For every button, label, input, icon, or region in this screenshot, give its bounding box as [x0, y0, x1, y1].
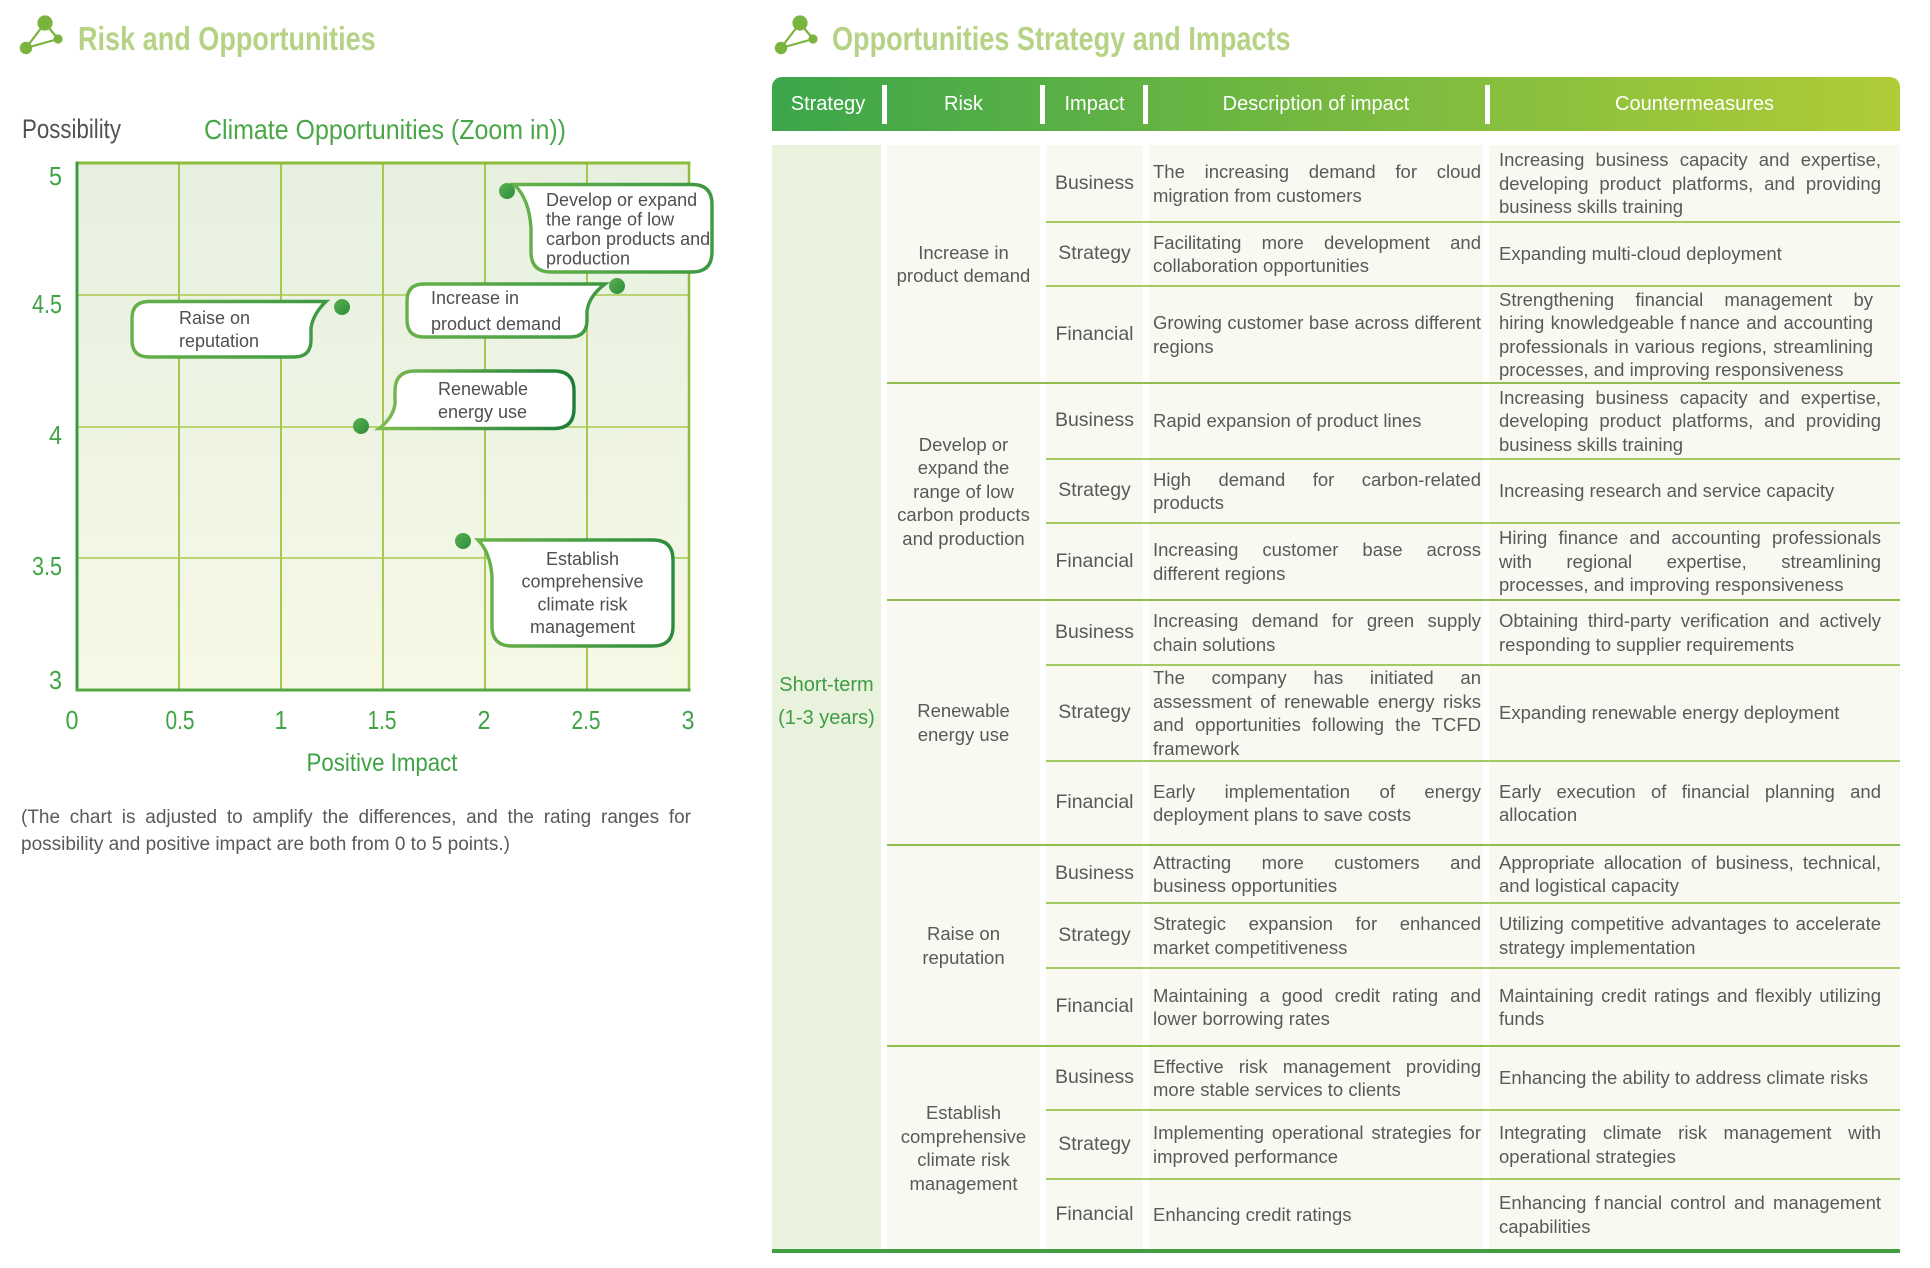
- svg-text:2: 2: [478, 705, 491, 735]
- svg-text:3: 3: [49, 665, 62, 695]
- svg-text:Establish: Establish: [546, 549, 619, 569]
- svg-text:3.5: 3.5: [32, 551, 62, 581]
- svg-text:Raise on: Raise on: [179, 308, 250, 328]
- svg-text:climate risk: climate risk: [537, 594, 628, 614]
- svg-text:Climate Opportunities (Zoom in: Climate Opportunities (Zoom in)): [204, 114, 566, 145]
- svg-text:0: 0: [66, 705, 79, 735]
- svg-text:product demand: product demand: [431, 314, 561, 334]
- svg-text:5: 5: [49, 161, 62, 191]
- svg-text:Develop or expand: Develop or expand: [546, 190, 697, 210]
- svg-text:Possibility: Possibility: [22, 114, 121, 144]
- svg-text:Increase in: Increase in: [431, 288, 519, 308]
- svg-text:3: 3: [682, 705, 695, 735]
- svg-text:0.5: 0.5: [166, 705, 195, 735]
- svg-text:comprehensive: comprehensive: [521, 572, 643, 592]
- svg-text:the range of low: the range of low: [546, 210, 675, 230]
- svg-text:Positive Impact: Positive Impact: [307, 749, 458, 777]
- svg-text:management: management: [530, 617, 635, 637]
- svg-text:2.5: 2.5: [572, 705, 601, 735]
- svg-text:1.5: 1.5: [368, 705, 397, 735]
- svg-text:4.5: 4.5: [32, 289, 62, 319]
- svg-text:1: 1: [275, 705, 288, 735]
- svg-text:4: 4: [49, 420, 62, 450]
- svg-text:energy use: energy use: [438, 402, 527, 422]
- svg-text:Renewable: Renewable: [438, 379, 528, 399]
- svg-text:reputation: reputation: [179, 331, 259, 351]
- svg-text:production: production: [546, 249, 630, 269]
- svg-text:carbon products and: carbon products and: [546, 229, 710, 249]
